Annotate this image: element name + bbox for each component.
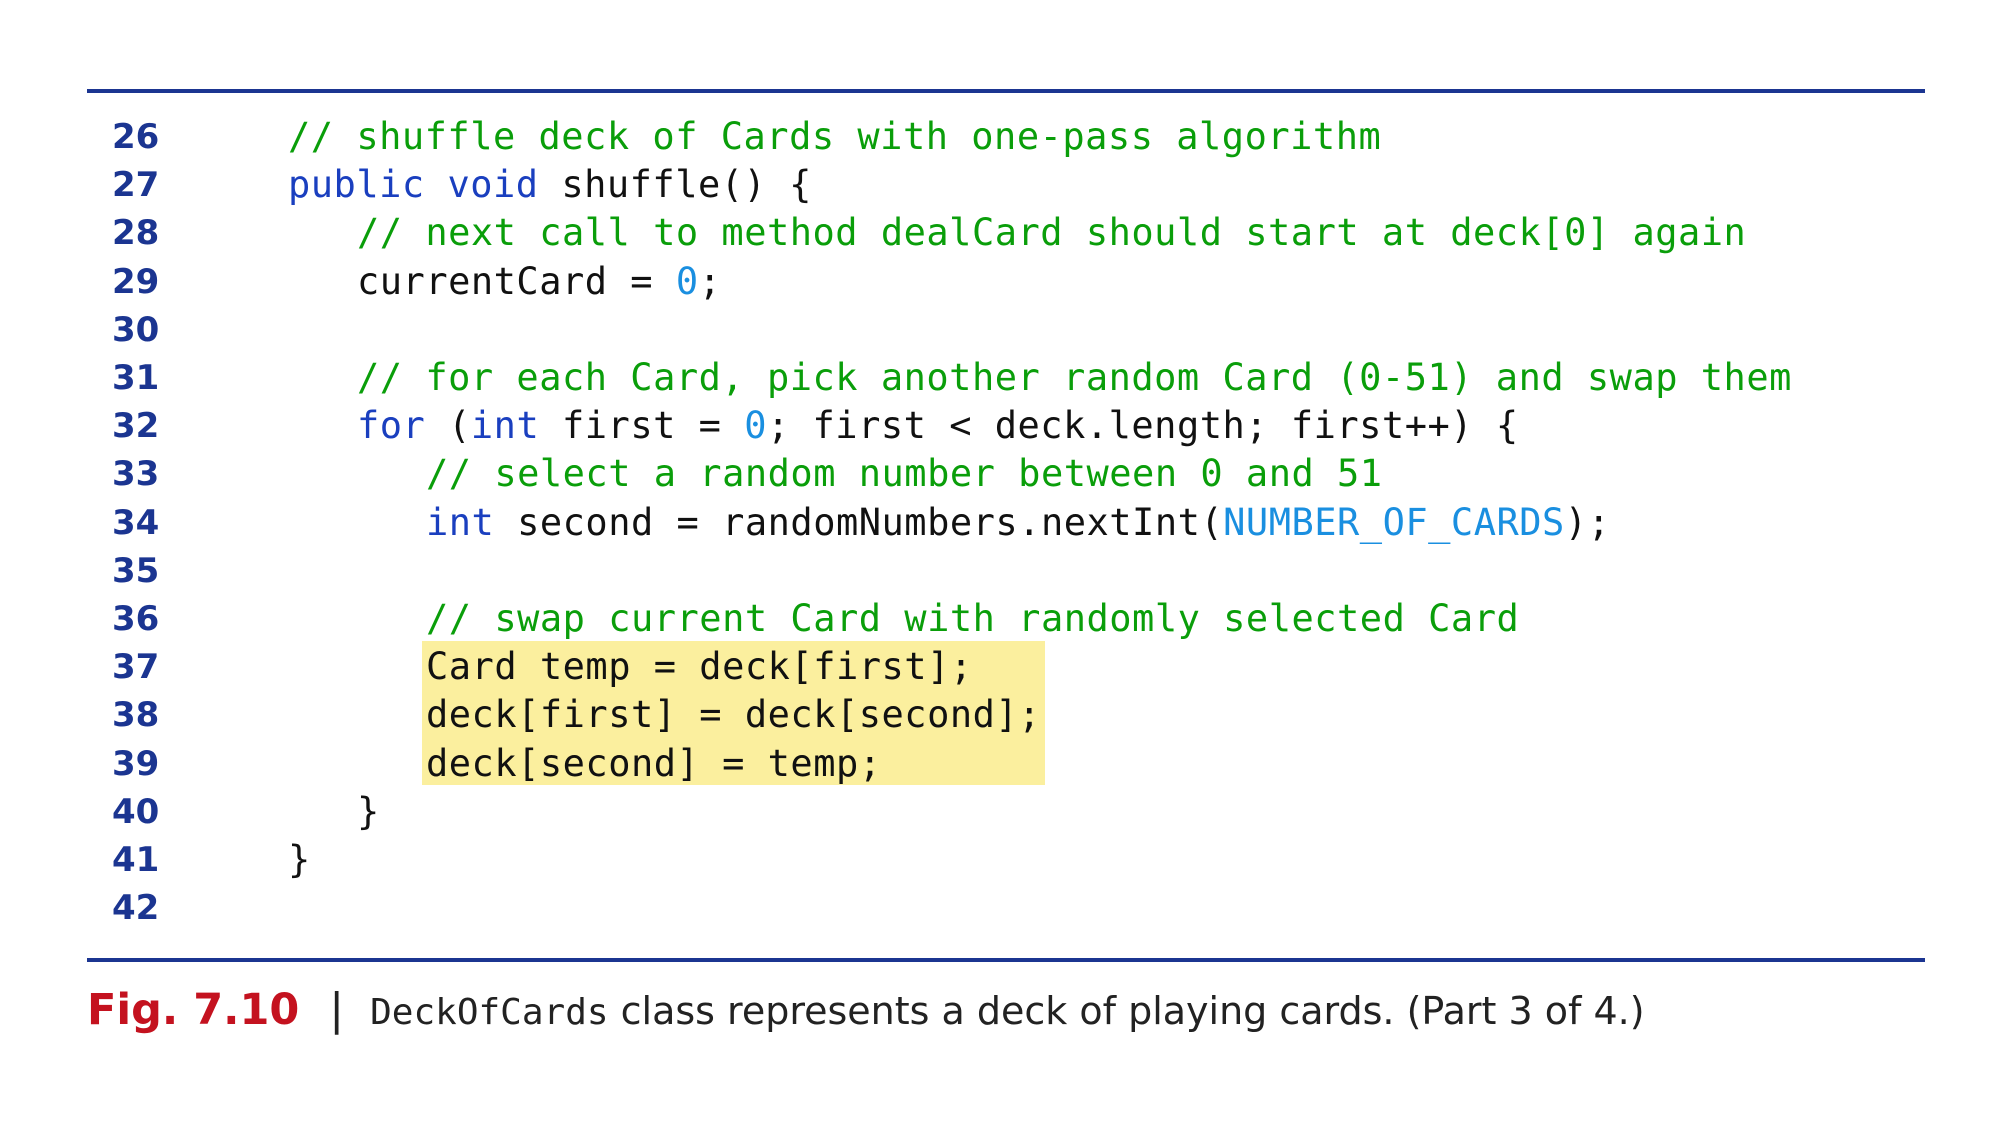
top-rule [87, 89, 1925, 93]
code-token: // next call to method dealCard should s… [357, 211, 1747, 255]
code-token [425, 163, 448, 206]
code-text: deck[first] = deck[second]; [426, 691, 1041, 739]
code-line: 30 [0, 306, 2000, 354]
code-text: } [288, 836, 311, 884]
code-token: // select a random number between 0 and … [426, 452, 1383, 496]
code-line: 35 [0, 547, 2000, 595]
code-token: void [447, 163, 539, 207]
code-line: 33 // select a random number between 0 an… [0, 450, 2000, 498]
code-line: 38 deck[first] = deck[second]; [0, 691, 2000, 739]
code-token: deck[first] = deck[second]; [426, 693, 1041, 737]
code-text: deck[second] = temp; [426, 740, 882, 788]
line-number: 39 [112, 743, 160, 784]
code-text: } [357, 788, 380, 836]
code-line: 40} [0, 788, 2000, 836]
line-number: 38 [112, 695, 160, 736]
code-token: shuffle() { [538, 163, 812, 207]
code-token: // shuffle deck of Cards with one-pass a… [288, 115, 1382, 158]
code-token: int [426, 500, 495, 544]
line-number: 32 [112, 406, 160, 447]
code-token: second = randomNumbers.nextInt( [494, 500, 1224, 544]
code-token: ; [698, 259, 722, 303]
code-text: currentCard = 0; [357, 258, 721, 306]
code-line: 41} [0, 836, 2000, 884]
code-text: // swap current Card with randomly selec… [426, 595, 1519, 643]
code-text: for (int first = 0; first < deck.length;… [357, 402, 1519, 450]
code-text: // shuffle deck of Cards with one-pass a… [288, 113, 1381, 161]
figure-label: Fig. 7.10 [87, 985, 300, 1035]
code-token: first = [539, 404, 745, 448]
code-token: ); [1564, 500, 1611, 544]
code-token: deck[second] = temp; [426, 741, 882, 785]
code-token: NUMBER_OF_CARDS [1223, 500, 1565, 544]
code-token: for [357, 404, 426, 448]
line-number: 34 [112, 502, 160, 543]
code-line: 27 public void shuffle() { [0, 161, 2000, 209]
caption-class-name: DeckOfCards [370, 992, 609, 1033]
code-token: int [470, 404, 540, 448]
figure-caption: Fig. 7.10 | DeckOfCards class represents a… [87, 980, 1645, 1040]
code-line: 29 currentCard = 0; [0, 258, 2000, 306]
line-number: 41 [112, 840, 160, 880]
code-line: 37 Card temp = deck[first]; [0, 643, 2000, 691]
code-line: 42 [0, 884, 2000, 932]
line-number: 37 [112, 647, 160, 688]
code-token: ; first < deck.length; first++) { [766, 404, 1519, 448]
line-number: 35 [112, 550, 160, 591]
caption-separator: | [329, 984, 345, 1035]
code-line: 28 // next call to method dealCard should… [0, 209, 2000, 257]
bottom-rule [87, 958, 1925, 962]
code-line: 36 // swap current Card with randomly sel… [0, 595, 2000, 643]
code-token: // swap current Card with randomly selec… [426, 597, 1520, 640]
code-text: int second = randomNumbers.nextInt(NUMBE… [426, 499, 1610, 547]
code-line: 34 int second = randomNumbers.nextInt(NUM… [0, 499, 2000, 547]
line-number: 42 [112, 888, 160, 929]
code-text: public void shuffle() { [288, 161, 812, 209]
line-number: 27 [112, 165, 160, 206]
code-token: } [357, 789, 380, 833]
code-line: 39 deck[second] = temp; [0, 740, 2000, 788]
line-number: 31 [112, 358, 160, 398]
code-token: public [288, 163, 425, 207]
line-number: 30 [112, 309, 160, 350]
line-number: 36 [112, 599, 160, 639]
caption-text: class represents a deck of playing cards… [608, 989, 1645, 1033]
code-line: 26 // shuffle deck of Cards with one-pass… [0, 113, 2000, 161]
line-number: 26 [112, 117, 160, 157]
line-number: 29 [112, 261, 160, 302]
code-token: 0 [675, 259, 699, 303]
code-token: currentCard = [357, 259, 676, 303]
code-text: // for each Card, pick another random Ca… [357, 354, 1792, 402]
code-line: 32 for (int first = 0; first < deck.lengt… [0, 402, 2000, 450]
line-number: 28 [112, 213, 160, 254]
code-token: } [288, 838, 311, 881]
highlighted-swap-block [422, 641, 1045, 785]
code-token: 0 [744, 404, 767, 448]
code-text: // select a random number between 0 and … [426, 450, 1383, 498]
code-text: Card temp = deck[first]; [426, 643, 973, 691]
line-number: 33 [112, 454, 160, 495]
code-line: 31 // for each Card, pick another random … [0, 354, 2000, 402]
code-token: // for each Card, pick another random Ca… [357, 356, 1792, 399]
code-token: ( [425, 404, 471, 448]
line-number: 40 [112, 791, 160, 832]
code-token: Card temp = deck[first]; [426, 645, 973, 689]
code-text: // next call to method dealCard should s… [357, 209, 1746, 257]
